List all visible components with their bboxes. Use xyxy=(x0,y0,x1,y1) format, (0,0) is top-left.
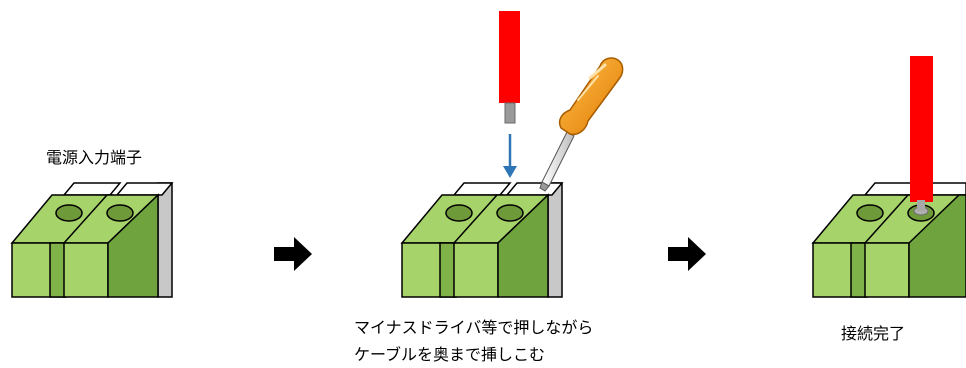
red-cable-icon xyxy=(499,11,520,124)
right-arrow-icon xyxy=(274,237,312,271)
step1-label: 電源入力端子 xyxy=(45,148,143,167)
step2-label-line1: マイナスドライバ等で押しながら xyxy=(354,318,594,337)
step2-label-line2: ケーブルを奥まで挿しこむ xyxy=(354,345,546,364)
terminal-block-step1 xyxy=(10,182,174,298)
terminal-block-step2 xyxy=(400,182,564,298)
right-arrow-icon xyxy=(668,237,706,271)
red-cable-icon xyxy=(910,56,933,216)
step2-label: マイナスドライバ等で押しながら ケーブルを奥まで挿しこむ xyxy=(354,314,593,368)
screwdriver-icon xyxy=(539,57,624,192)
step3-label: 接続完了 xyxy=(840,324,906,343)
terminal-block-step3 xyxy=(811,182,966,298)
down-arrow-icon xyxy=(503,134,517,178)
